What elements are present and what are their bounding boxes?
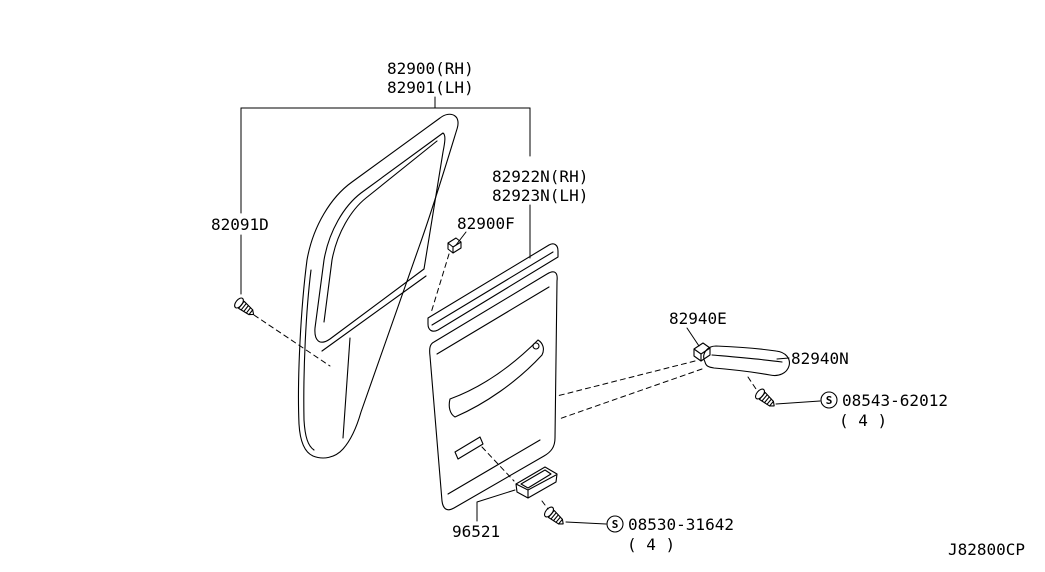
armrest-screw-icon [753,386,779,411]
armrest-outline [703,345,790,377]
pocket-edges [515,474,557,499]
fastener-callout-pocket-screw: S 08530-31642 ( 4 ) [606,515,734,554]
trim-panel-bottom-line [447,439,541,495]
door-crease [342,337,351,439]
armrest-clip-dash [556,360,696,397]
part-label-trim-clip: 82900F [457,214,515,233]
pocket-screw-leader [565,521,607,525]
armrest-screw-leader [775,400,821,405]
trim-panel-top-line [436,286,550,355]
trim-clip-leader [455,231,467,246]
armrest-drawing [703,345,790,377]
trim-clip-dash [430,253,450,314]
pocket-screw-dash [541,500,549,510]
fastener-callout-armrest-screw: S 08543-62012 ( 4 ) [820,391,948,430]
door-front-edge-inner [303,269,315,451]
part-label-garnish-lh: 82923N(LH) [492,186,588,205]
part-label-door-lh: 82901(LH) [387,78,474,97]
garnish-outline [427,243,559,332]
part-label-armrest-clip: 82940E [669,309,727,328]
part-label-door-rh: 82900(RH) [387,59,474,78]
bracket-lines [240,96,531,295]
armrest-recess [448,339,544,418]
pocket-recess [454,436,484,460]
part-label-door-screw: 82091D [211,215,269,234]
part-label-armrest-screw-qty: ( 4 ) [839,411,887,430]
part-label-pocket: 96521 [452,522,500,541]
armrest-clip-drawing [693,342,711,362]
pocket-dash [481,446,515,482]
door-screw-dash [253,314,331,367]
standard-part-symbol: S [612,518,619,531]
garnish-inner-line [431,251,554,326]
part-label-armrest: 82940N [791,349,849,368]
armrest-clip-shape [693,342,711,362]
pocket-opening [520,469,552,489]
pocket-outline [515,466,558,499]
leader-lines [455,231,821,525]
window-frame-inner-line [323,140,438,323]
pocket-screw-icon [542,504,568,529]
trim-clip-shape [447,237,462,254]
trim-clip-drawing [447,237,462,254]
diagram-code: J82800CP [948,540,1025,559]
armrest-dash [558,368,703,420]
part-label-garnish-rh: 82922N(RH) [492,167,588,186]
door-pocket-drawing [515,466,558,499]
door-panel-drawing [297,113,459,459]
trim-panel-outline [429,271,558,511]
standard-part-symbol-circle [606,515,624,533]
door-trim-panel-drawing [429,271,558,511]
beltline [321,275,427,352]
part-label-pocket-screw-qty: ( 4 ) [627,535,675,554]
pocket-leader [476,489,516,522]
trim-panel-hole [532,342,540,350]
armrest-clip-leader [686,327,700,347]
standard-part-symbol-circle [820,391,838,409]
armrest-inner-line [711,354,783,363]
door-screw-icon [232,295,258,320]
part-label-armrest-screw: 08543-62012 [842,391,948,410]
part-label-pocket-screw: 08530-31642 [628,515,734,534]
armrest-leader [776,357,790,360]
armrest-screw-dash [747,376,757,390]
standard-part-symbol: S [826,394,833,407]
garnish-strip-drawing [427,243,559,332]
window-opening [314,132,446,343]
assembly-dashed-lines [253,253,757,510]
door-outline [297,113,459,459]
